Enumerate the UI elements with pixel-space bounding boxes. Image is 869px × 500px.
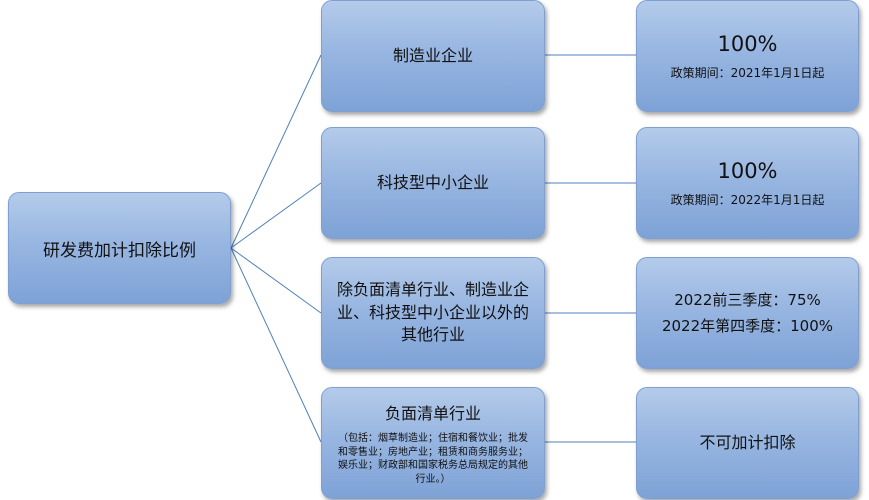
root-node: 研发费加计扣除比例 — [8, 192, 231, 304]
category-label: 科技型中小企业 — [376, 173, 489, 193]
result-text: 不可加计扣除 — [699, 433, 796, 453]
category-node-tech-sme: 科技型中小企业 — [321, 127, 545, 239]
category-label: 负面清单行业 — [384, 404, 481, 423]
category-node-negative-list: 负面清单行业 （包括：烟草制造业；住宿和餐饮业；批发和零售业；房地产业；租赁和商… — [321, 387, 545, 499]
category-label: 制造业企业 — [392, 46, 473, 66]
result-rate: 100% — [717, 31, 778, 56]
category-note: （包括：烟草制造业；住宿和餐饮业；批发和零售业；房地产业；租赁和商务服务业；娱乐… — [338, 433, 528, 485]
category-node-manufacturing: 制造业企业 — [321, 0, 545, 112]
result-node-manufacturing: 100% 政策期间：2021年1月1日起 — [636, 0, 859, 112]
connector-root-to-tech-sme — [230, 182, 322, 249]
connector-root-to-negative-list — [230, 247, 322, 443]
result-node-other-industries: 2022前三季度：75% 2022年第四季度：100% — [636, 257, 859, 369]
category-label: 除负面清单行业、制造业企业、科技型中小企业以外的其他行业 — [336, 280, 529, 345]
root-label: 研发费加计扣除比例 — [43, 240, 196, 261]
connector-root-to-other-industries — [230, 247, 322, 314]
result-node-tech-sme: 100% 政策期间：2022年1月1日起 — [636, 127, 859, 239]
result-q4-rate: 2022年第四季度：100% — [661, 317, 834, 335]
category-node-other-industries: 除负面清单行业、制造业企业、科技型中小企业以外的其他行业 — [321, 257, 545, 369]
connector-root-to-manufacturing — [230, 54, 322, 249]
result-node-negative-list: 不可加计扣除 — [636, 387, 859, 499]
result-policy-period: 政策期间：2022年1月1日起 — [670, 192, 825, 207]
result-rate: 100% — [717, 158, 778, 183]
result-q1-q3-rate: 2022前三季度：75% — [674, 290, 821, 309]
result-policy-period: 政策期间：2021年1月1日起 — [670, 65, 825, 80]
